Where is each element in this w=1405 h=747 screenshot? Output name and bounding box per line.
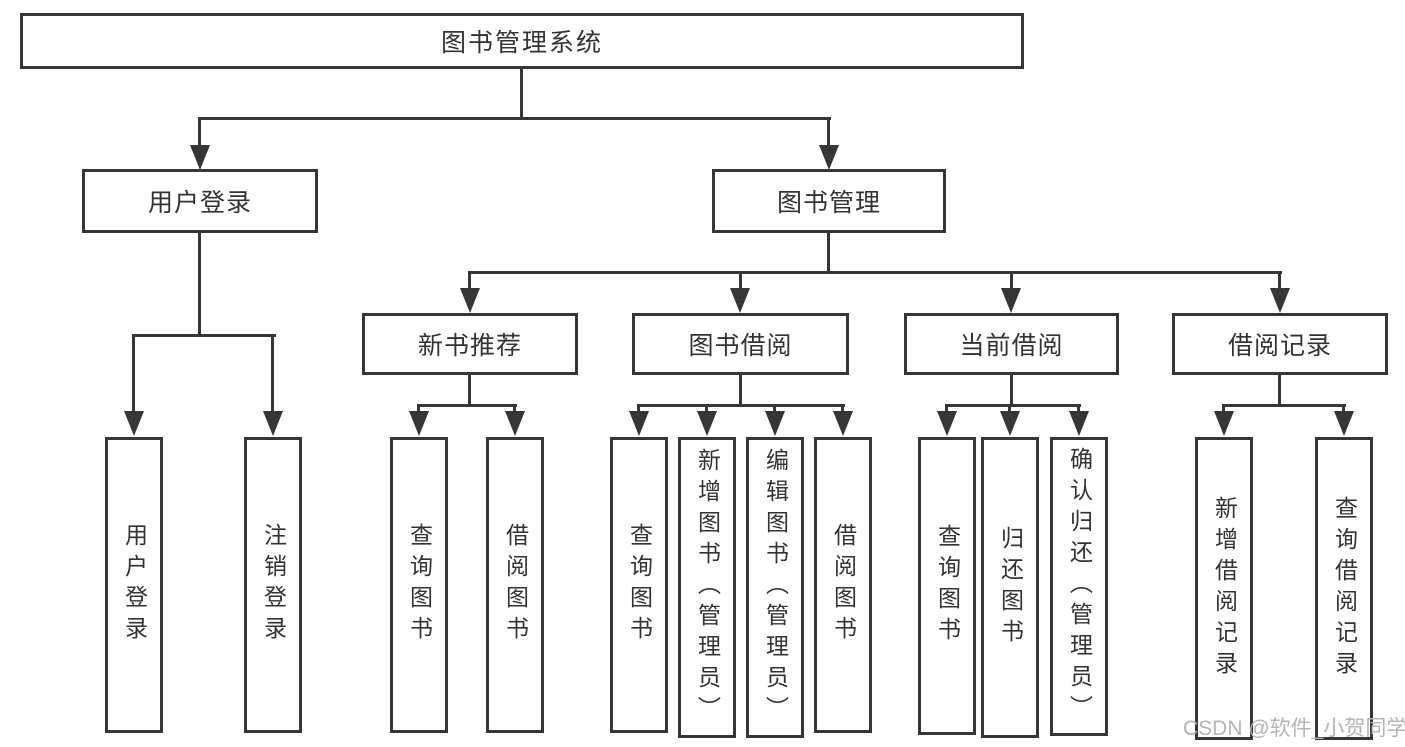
arrow-down-icon	[505, 411, 525, 436]
leaf-return-book: 归还图书	[981, 437, 1039, 738]
connector-line	[520, 69, 523, 118]
connector-line	[468, 271, 1282, 274]
arrow-down-icon	[937, 411, 957, 436]
node-new-book-recommend: 新书推荐	[362, 313, 578, 375]
connector-line	[468, 271, 471, 291]
connector-line	[198, 117, 831, 120]
arrow-down-icon	[819, 145, 839, 170]
connector-line	[1222, 404, 1225, 414]
node-book-borrow: 图书借阅	[632, 313, 849, 375]
connector-line	[637, 404, 640, 414]
arrow-down-icon	[1270, 288, 1290, 313]
arrow-down-icon	[697, 411, 717, 436]
node-borrow-records: 借阅记录	[1172, 313, 1388, 375]
arrow-down-icon	[1214, 411, 1234, 436]
connector-line	[513, 404, 516, 414]
leaf-edit-book-admin: 编辑图书（管理员）	[746, 437, 804, 738]
leaf-borrow-book: 借阅图书	[486, 437, 544, 733]
leaf-user-login: 用户登录	[105, 437, 163, 733]
connector-line	[739, 375, 742, 407]
leaf-confirm-return-admin: 确认归还（管理员）	[1050, 437, 1108, 736]
arrow-down-icon	[1069, 411, 1089, 436]
connector-line	[827, 117, 830, 147]
arrow-down-icon	[409, 411, 429, 436]
leaf-query-book: 查询图书	[918, 437, 976, 735]
arrow-down-icon	[1334, 411, 1354, 436]
connector-line	[1077, 404, 1080, 414]
connector-line	[1010, 375, 1013, 407]
arrow-down-icon	[460, 288, 480, 313]
leaf-query-borrow-record: 查询借阅记录	[1315, 437, 1373, 740]
arrow-down-icon	[190, 145, 210, 170]
arrow-down-icon	[263, 411, 283, 436]
leaf-query-book: 查询图书	[610, 437, 668, 733]
node-user-login: 用户登录	[82, 169, 318, 233]
node-library-management-system: 图书管理系统	[20, 13, 1024, 69]
connector-line	[198, 117, 201, 147]
connector-line	[945, 404, 1081, 407]
node-book-management: 图书管理	[712, 169, 946, 233]
connector-line	[841, 404, 844, 414]
connector-line	[1278, 271, 1281, 291]
arrow-down-icon	[833, 411, 853, 436]
arrow-down-icon	[730, 288, 750, 313]
csdn-watermark: CSDN @软件_小贺同学	[1183, 717, 1405, 740]
connector-line	[417, 404, 420, 414]
connector-line	[198, 233, 201, 336]
connector-line	[637, 404, 845, 407]
connector-line	[271, 334, 274, 414]
connector-line	[417, 404, 517, 407]
connector-line	[1278, 375, 1281, 407]
arrow-down-icon	[1001, 288, 1021, 313]
connector-line	[1222, 404, 1346, 407]
connector-line	[132, 334, 276, 337]
leaf-query-book: 查询图书	[390, 437, 448, 733]
leaf-add-borrow-record: 新增借阅记录	[1195, 437, 1253, 740]
leaf-add-book-admin: 新增图书（管理员）	[678, 437, 736, 738]
connector-line	[705, 404, 708, 414]
connector-line	[132, 334, 135, 414]
connector-line	[945, 404, 948, 414]
connector-line	[1010, 271, 1013, 291]
arrow-down-icon	[765, 411, 785, 436]
arrow-down-icon	[1000, 411, 1020, 436]
connector-line	[468, 375, 471, 407]
arrow-down-icon	[124, 411, 144, 436]
node-current-borrow: 当前借阅	[904, 313, 1119, 375]
arrow-down-icon	[629, 411, 649, 436]
connector-line	[1008, 404, 1011, 414]
leaf-borrow-book: 借阅图书	[814, 437, 872, 733]
leaf-logout: 注销登录	[244, 437, 302, 733]
connector-line	[739, 271, 742, 291]
connector-line	[1342, 404, 1345, 414]
connector-line	[773, 404, 776, 414]
connector-line	[827, 233, 830, 274]
